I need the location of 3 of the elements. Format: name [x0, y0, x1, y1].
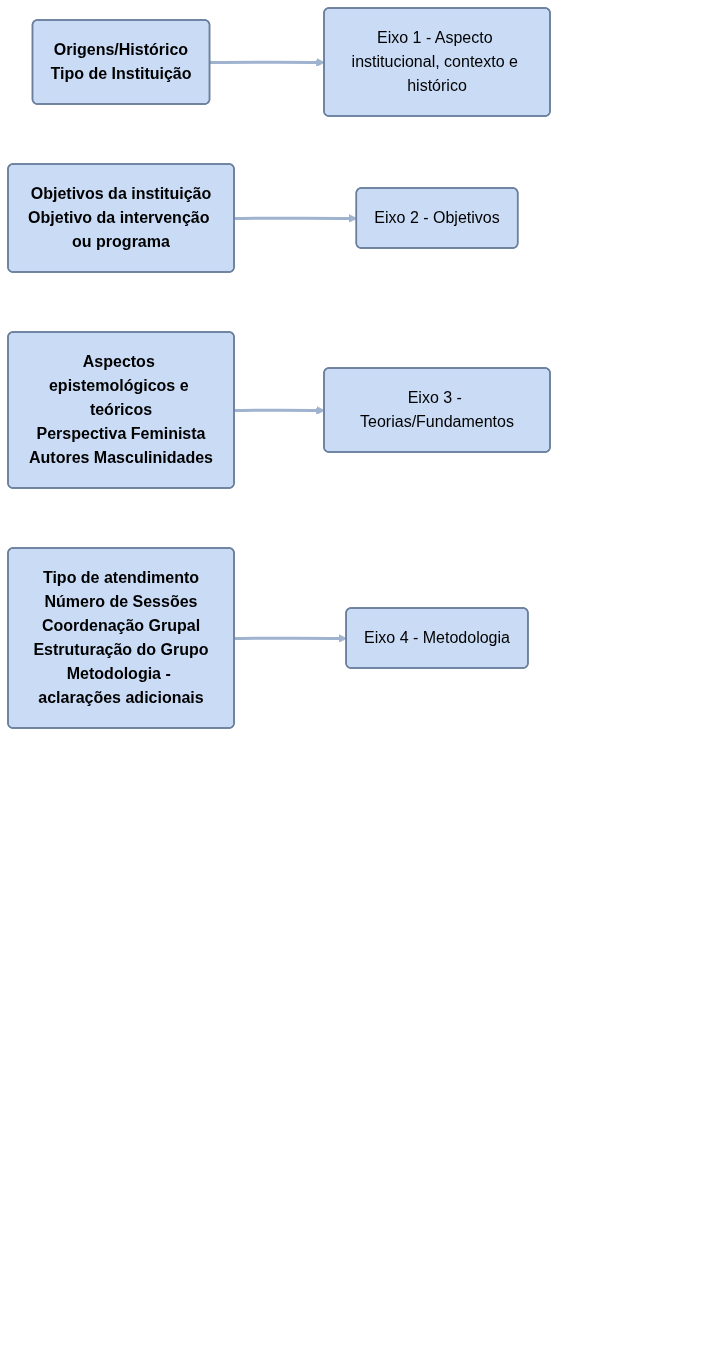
arrow [234, 634, 347, 643]
arrow [234, 406, 325, 415]
arrow [210, 58, 325, 67]
